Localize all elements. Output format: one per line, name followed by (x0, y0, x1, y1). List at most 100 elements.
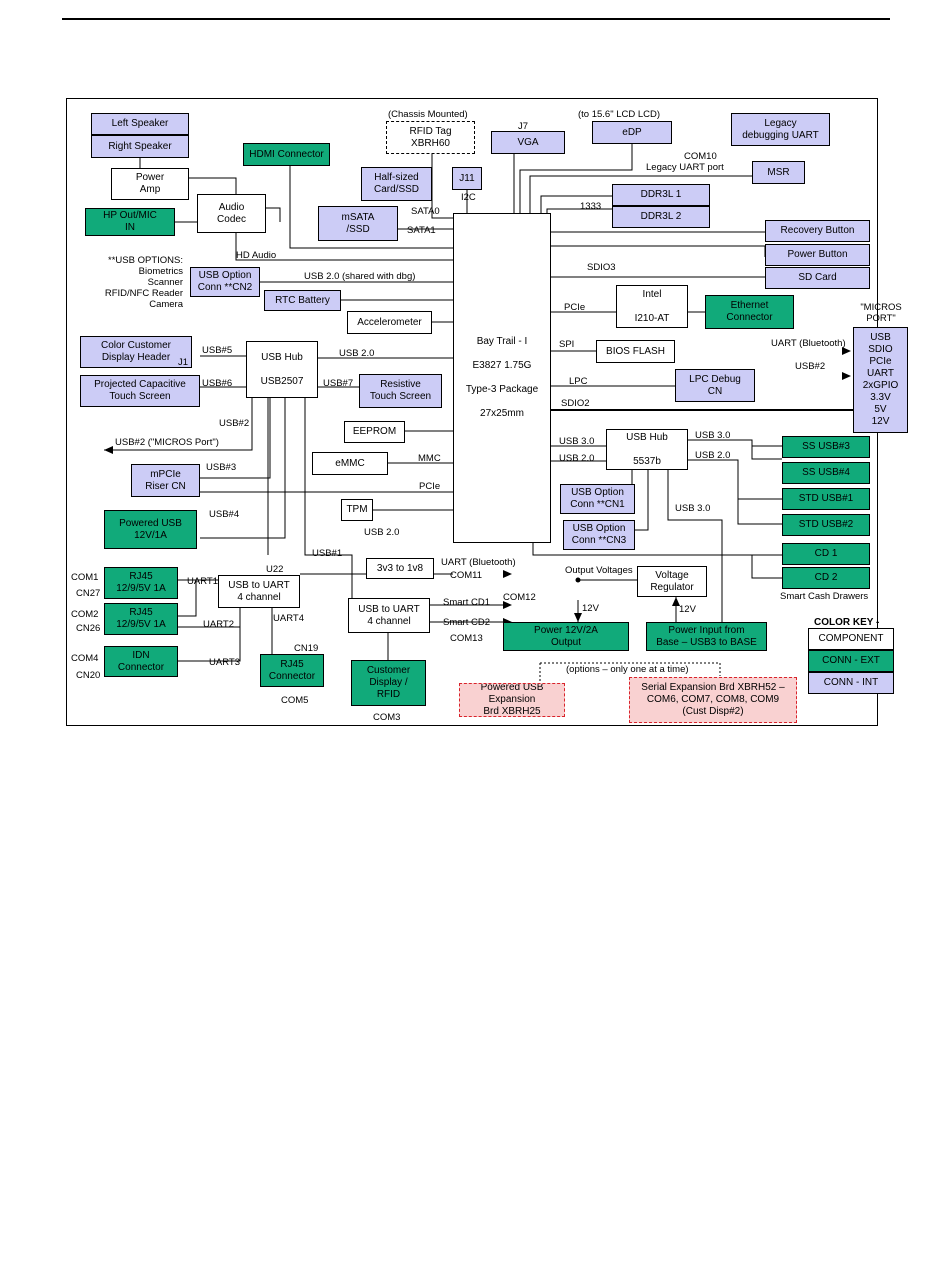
msr-box: MSR (752, 161, 805, 184)
label-usb20-hub: USB 2.0 (339, 348, 375, 359)
label-j7: J7 (518, 121, 529, 132)
label-j1: J1 (178, 357, 189, 368)
cd2-box: CD 2 (782, 567, 870, 589)
bay-trail-soc-box: Bay Trail - I E3827 1.75G Type-3 Package… (453, 213, 551, 543)
audio-codec-box: Audio Codec (197, 194, 266, 233)
label-usb6: USB#6 (202, 378, 233, 389)
label-pcie-mpcie: PCIe (419, 481, 441, 492)
label-legacy-port: Legacy UART port (646, 162, 724, 173)
label-hd-audio: HD Audio (236, 250, 277, 261)
label-com10: COM10 (684, 151, 717, 162)
eeprom-box: EEPROM (344, 421, 405, 443)
label-uart4: UART4 (273, 613, 304, 624)
half-sized-card-box: Half-sized Card/SSD (361, 167, 432, 201)
label-usb20-soc-hub: USB 2.0 (559, 453, 595, 464)
label-cn20: CN20 (76, 670, 101, 681)
msata-box: mSATA /SSD (318, 206, 398, 241)
label-pcie-intel: PCIe (564, 302, 586, 313)
usb-hub-5537-box: USB Hub 5537b (606, 429, 688, 470)
label-usb-options: **USB OPTIONS: Biometrics Scanner RFID/N… (104, 255, 183, 310)
label-1333: 1333 (580, 201, 602, 212)
edp-box: eDP (592, 121, 672, 144)
usb-hub-2507-box: USB Hub USB2507 (246, 341, 318, 398)
ethernet-connector-box: Ethernet Connector (705, 295, 794, 329)
label-sdio2: SDIO2 (561, 398, 590, 409)
header-rule (62, 18, 890, 20)
label-usb30-soc: USB 3.0 (559, 436, 595, 447)
idn-connector-box: IDN Connector (104, 646, 178, 677)
label-cn19: CN19 (294, 643, 319, 654)
serial-expansion-box: Serial Expansion Brd XBRH52 – COM6, COM7… (629, 677, 797, 723)
rtc-battery-box: RTC Battery (264, 290, 341, 311)
label-to-lcd: (to 15.6" LCD LCD) (578, 109, 661, 120)
voltage-regulator-box: Voltage Regulator (637, 566, 707, 597)
label-com1: COM1 (71, 572, 99, 583)
ddr3l-1-box: DDR3L 1 (612, 184, 710, 206)
rfid-tag-box: RFID Tag XBRH60 (386, 121, 475, 154)
label-spi: SPI (559, 339, 575, 350)
label-com5: COM5 (281, 695, 309, 706)
label-usb4: USB#4 (209, 509, 240, 520)
label-smart-cd1: Smart CD1 (443, 597, 490, 608)
intel-i210-box: Intel I210-AT (616, 285, 688, 328)
label-usb20-shared: USB 2.0 (shared with dbg) (304, 271, 416, 282)
rj45-cn19-box: RJ45 Connector (260, 654, 324, 687)
powered-usb-box: Powered USB 12V/1A (104, 510, 197, 549)
label-sdio3: SDIO3 (587, 262, 616, 273)
ss-usb3-box: SS USB#3 (782, 436, 870, 458)
label-usb1: USB#1 (312, 548, 343, 559)
label-u22: U22 (266, 564, 284, 575)
ss-usb4-box: SS USB#4 (782, 462, 870, 484)
label-usb2-micros-port: USB#2 ("MICROS Port") (115, 437, 219, 448)
std-usb1-box: STD USB#1 (782, 488, 870, 510)
legacy-uart-box: Legacy debugging UART (731, 113, 830, 146)
label-uart3: UART3 (209, 657, 240, 668)
label-com12: COM12 (503, 592, 536, 603)
usb-to-uart-u22-box: USB to UART 4 channel (218, 575, 300, 608)
label-com4: COM4 (71, 653, 99, 664)
mpcie-riser-box: mPCIe Riser CN (131, 464, 200, 497)
label-12v-left: 12V (582, 603, 599, 614)
hdmi-connector-box: HDMI Connector (243, 143, 330, 166)
usb-option-cn2-box: USB Option Conn **CN2 (190, 267, 260, 297)
label-cn27: CN27 (76, 588, 101, 599)
label-i2c: I2C (461, 192, 476, 203)
label-usb5: USB#5 (202, 345, 233, 356)
j11-box: J11 (452, 167, 482, 190)
label-sata0: SATA0 (411, 206, 440, 217)
powered-usb-expansion-box: Powered USB Expansion Brd XBRH25 (459, 683, 565, 717)
vga-box: VGA (491, 131, 565, 154)
label-com3: COM3 (373, 712, 401, 723)
label-usb30-power: USB 3.0 (675, 503, 711, 514)
ddr3l-2-box: DDR3L 2 (612, 206, 710, 228)
label-uart-bt-right: UART (Bluetooth) (771, 338, 846, 349)
3v3-to-1v8-box: 3v3 to 1v8 (366, 558, 434, 579)
label-com2: COM2 (71, 609, 99, 620)
key-conn-ext: CONN - EXT (808, 650, 894, 672)
power-amp-box: Power Amp (111, 168, 189, 200)
label-cn26: CN26 (76, 623, 101, 634)
tpm-box: TPM (341, 499, 373, 521)
label-sata1: SATA1 (407, 225, 436, 236)
projected-touch-box: Projected Capacitive Touch Screen (80, 375, 200, 407)
power-input-base-box: Power Input from Base – USB3 to BASE (646, 622, 767, 651)
std-usb2-box: STD USB#2 (782, 514, 870, 536)
power-button-box: Power Button (765, 244, 870, 266)
power-12v-output-box: Power 12V/2A Output (503, 622, 629, 651)
label-usb20-hub-ss4: USB 2.0 (695, 450, 731, 461)
label-options-only-one: (options – only one at a time) (566, 664, 689, 675)
usb-option-cn3-box: USB Option Conn **CN3 (563, 520, 635, 550)
micros-port-box: USB SDIO PCIe UART 2xGPIO 3.3V 5V 12V (853, 327, 908, 433)
label-usb2-hub: USB#2 (219, 418, 250, 429)
label-mmc: MMC (418, 453, 441, 464)
label-lpc: LPC (569, 376, 588, 387)
usb-to-uart-2-box: USB to UART 4 channel (348, 598, 430, 633)
usb-option-cn1-box: USB Option Conn **CN1 (560, 484, 635, 514)
label-chassis-mounted: (Chassis Mounted) (388, 109, 468, 120)
recovery-button-box: Recovery Button (765, 220, 870, 242)
accelerometer-box: Accelerometer (347, 311, 432, 334)
color-key-title: COLOR KEY - (814, 617, 880, 628)
bios-flash-box: BIOS FLASH (596, 340, 675, 363)
label-output-voltages: Output Voltages (565, 565, 633, 576)
label-micros-header: "MICROS PORT" (860, 302, 902, 324)
